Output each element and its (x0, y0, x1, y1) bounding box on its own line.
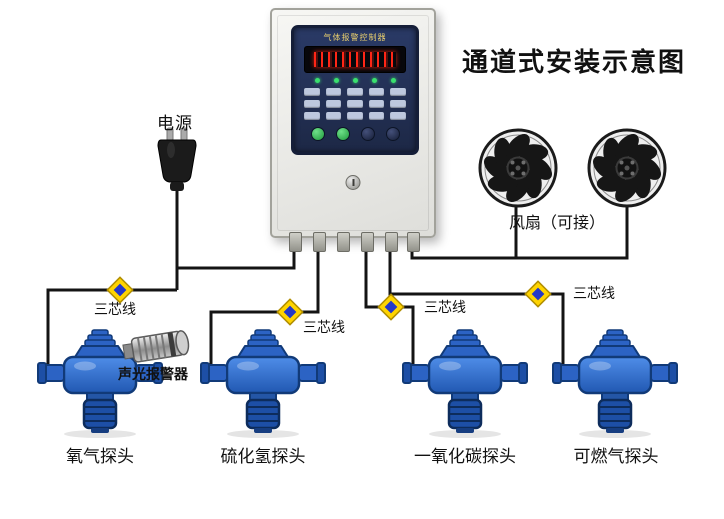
fan-left-icon (478, 128, 558, 208)
detector-combustible-icon (551, 328, 679, 435)
button-grid (304, 88, 406, 120)
panel-round-button (310, 127, 325, 141)
cable-gland (361, 232, 374, 252)
panel-button (390, 112, 406, 120)
round-buttons (294, 127, 416, 141)
wire-detector-1 (46, 288, 177, 364)
wire-label-2: 三芯线 (303, 319, 345, 335)
panel-button (325, 100, 342, 108)
panel-button (390, 100, 406, 108)
wire-fan-left (410, 207, 518, 260)
junction-diamond-4 (524, 280, 552, 308)
fan-label: 风扇（可接） (509, 215, 606, 232)
controller-panel-title: 气体报警控制器 (323, 33, 387, 42)
wire-detector-2 (209, 246, 320, 364)
controller-panel: 气体报警控制器 (291, 25, 419, 155)
wire-label-3: 三芯线 (424, 299, 466, 315)
status-led (352, 78, 358, 83)
detector-label-combustible: 可燃气探头 (573, 447, 659, 466)
alarm-label: 声光报警器 (118, 366, 188, 382)
cable-gland (337, 232, 350, 252)
panel-button (304, 100, 320, 108)
panel-button (347, 100, 363, 108)
junction-diamond-3 (377, 293, 405, 321)
detector-co-icon (401, 328, 529, 435)
panel-button (325, 112, 342, 120)
alarm-controller-cabinet: 气体报警控制器 (270, 8, 436, 252)
panel-button (368, 88, 385, 96)
panel-button (304, 88, 320, 96)
panel-button (368, 112, 385, 120)
wire-detector-4 (388, 246, 565, 364)
status-led (371, 78, 377, 83)
cable-gland (289, 232, 302, 252)
keyhole (345, 175, 361, 190)
wire-controller-power-link (177, 246, 296, 270)
status-led (314, 78, 320, 83)
panel-button (304, 112, 320, 120)
power-plug-icon (157, 127, 197, 191)
detector-h2s-icon (199, 328, 327, 435)
junction-diamond-2 (276, 298, 304, 326)
panel-button (325, 88, 342, 96)
panel-round-button (385, 127, 400, 141)
cable-gland (385, 232, 398, 252)
detector-label-co: 一氧化碳探头 (414, 447, 516, 466)
sound-light-alarm-icon (122, 330, 190, 363)
diagram-title: 通道式安装示意图 (462, 48, 687, 77)
panel-button (347, 112, 363, 120)
detector-label-oxygen: 氧气探头 (66, 447, 134, 466)
status-led (333, 78, 339, 83)
detector-label-h2s: 硫化氢探头 (220, 447, 306, 466)
led-row (294, 78, 416, 83)
fan-right-icon (587, 128, 667, 208)
led-display (304, 46, 406, 73)
status-led (390, 78, 396, 83)
panel-round-button (360, 127, 375, 141)
wire-label-4: 三芯线 (573, 285, 615, 301)
power-label: 电源 (157, 114, 193, 133)
cable-gland (313, 232, 326, 252)
panel-button (368, 100, 385, 108)
cable-gland (407, 232, 420, 252)
wire-label-1: 三芯线 (94, 301, 136, 317)
panel-round-button (335, 127, 350, 141)
panel-button (390, 88, 406, 96)
panel-button (347, 88, 363, 96)
wire-fan-right (516, 207, 629, 260)
